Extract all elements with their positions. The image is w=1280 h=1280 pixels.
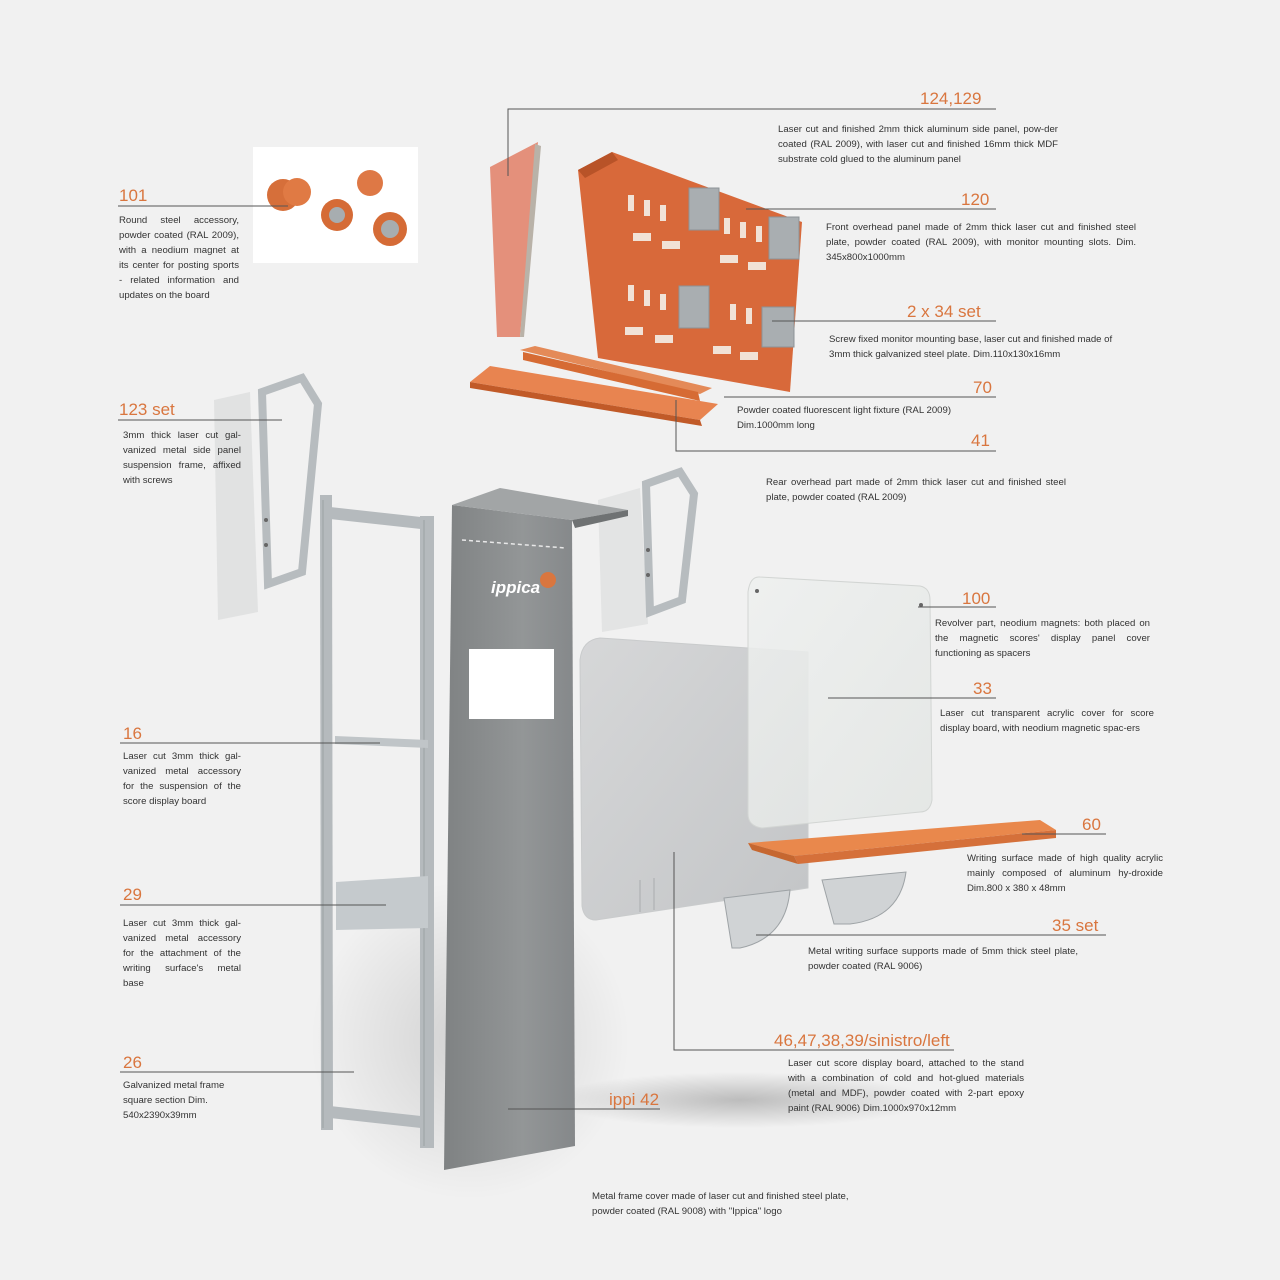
leader-lines	[118, 108, 1106, 1110]
suspension-frame-left	[214, 373, 323, 620]
callout-2x34-code: 2 x 34 set	[907, 302, 981, 321]
callout-16-desc: Laser cut 3mm thick gal-vanized metal ac…	[123, 751, 241, 807]
galvanized-frame	[320, 495, 434, 1148]
callout-46-desc: Laser cut score display board, attached …	[788, 1058, 1024, 1114]
callout-120-desc: Front overhead panel made of 2mm thick l…	[826, 222, 1136, 263]
callout-70-desc: Powder coated fluorescent light fixture …	[737, 405, 952, 431]
callout-60-code: 60	[1082, 815, 1101, 834]
rear-overhead-part	[470, 366, 718, 426]
callout-41-desc: Rear overhead part made of 2mm thick las…	[766, 477, 1066, 503]
board-suspension-accessory	[335, 736, 428, 748]
callout-123-code: 123 set	[119, 400, 175, 419]
callout-120-code: 120	[961, 190, 990, 209]
callout-26-code: 26	[123, 1053, 142, 1072]
callout-60-desc: Writing surface made of high quality acr…	[967, 853, 1163, 894]
callout-2x34-desc: Screw fixed monitor mounting base, laser…	[829, 334, 1113, 360]
callout-100-code: 100	[962, 589, 991, 608]
ippica-logo: ippica	[491, 578, 541, 597]
side-panel-edge	[520, 144, 541, 337]
callout-124-code: 124,129	[920, 89, 982, 108]
writing-surface	[748, 820, 1056, 864]
suspension-frame-right	[598, 467, 699, 632]
callout-33-desc: Laser cut transparent acrylic cover for …	[940, 708, 1154, 734]
callout-29-desc: Laser cut 3mm thick gal-vanized metal ac…	[123, 918, 241, 989]
side-panel-aluminum	[490, 142, 538, 337]
callout-35-desc: Metal writing surface supports made of 5…	[808, 946, 1078, 972]
board-shadow	[550, 1072, 930, 1128]
callout-100-desc: Revolver part, neodium magnets: both pla…	[935, 618, 1150, 659]
writing-surface-supports	[723, 871, 907, 949]
frame-cover-ippi42	[444, 488, 628, 1170]
callout-123-desc: 3mm thick laser cut gal-vanized metal si…	[123, 430, 241, 486]
callout-35-code: 35 set	[1052, 916, 1099, 935]
callout-33-code: 33	[973, 679, 992, 698]
monitor-mounting-bases	[678, 187, 800, 348]
callout-26-desc: Galvanized metal frame square section Di…	[123, 1080, 225, 1121]
callout-ippi42-desc: Metal frame cover made of laser cut and …	[592, 1191, 849, 1217]
front-overhead-panel	[578, 152, 802, 392]
callout-46-code: 46,47,38,39/sinistro/left	[774, 1031, 950, 1050]
callout-ippi42-code: ippi 42	[609, 1090, 660, 1109]
callout-101-desc: Round steel accessory, powder coated (RA…	[119, 215, 239, 301]
callout-16-code: 16	[123, 724, 142, 743]
magnet-accessories-image	[253, 147, 418, 263]
writing-surface-attachment	[336, 876, 428, 930]
acrylic-cover	[747, 576, 933, 829]
light-fixture	[520, 346, 712, 401]
callout-29-code: 29	[123, 885, 142, 904]
callout-70-code: 70	[973, 378, 992, 397]
callout-124-desc: Laser cut and finished 2mm thick aluminu…	[778, 124, 1058, 165]
callout-41-code: 41	[971, 431, 990, 450]
callout-101-code: 101	[119, 186, 148, 205]
